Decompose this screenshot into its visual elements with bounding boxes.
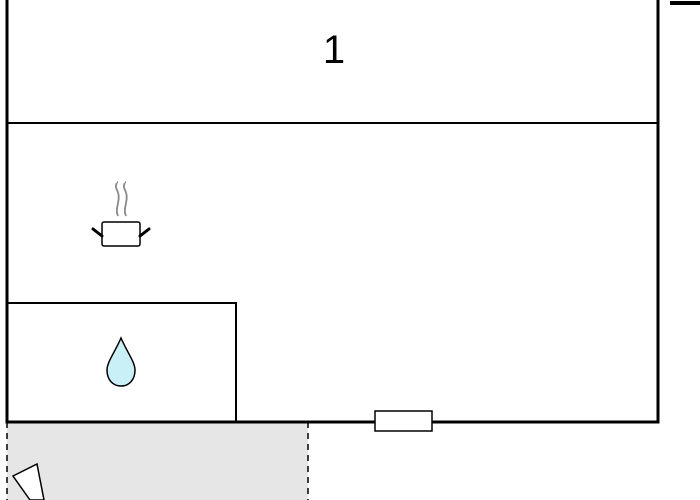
- cooking-pot-icon: [91, 181, 151, 247]
- room-label-1: 1: [323, 28, 345, 72]
- sun-lounger-icon: [11, 462, 45, 500]
- outer-wall: [5, 0, 660, 424]
- window-symbol: [374, 410, 433, 432]
- water-drop-icon: [106, 336, 136, 387]
- terrace-area: [7, 422, 308, 500]
- bathroom-wall: [7, 302, 237, 422]
